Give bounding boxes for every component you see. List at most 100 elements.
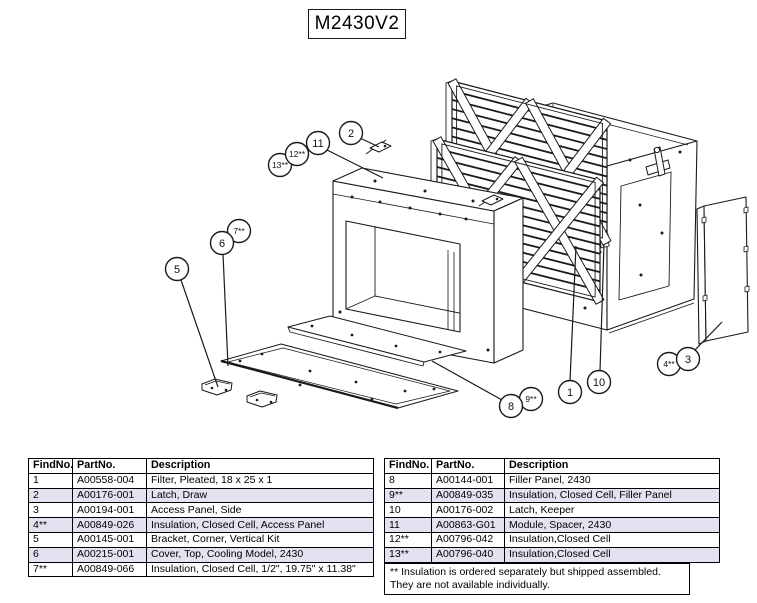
cell: Insulation,Closed Cell xyxy=(504,546,720,563)
column-header: PartNo. xyxy=(72,458,147,474)
top-cover-panel xyxy=(220,343,459,410)
callout-3: 3 xyxy=(675,346,701,372)
svg-text:10: 10 xyxy=(593,377,605,389)
cell: 9** xyxy=(384,487,432,504)
cell: A00144-001 xyxy=(431,472,505,489)
header-row: FindNo.PartNo.Description xyxy=(28,458,374,474)
svg-text:1: 1 xyxy=(567,387,573,399)
cell: A00176-001 xyxy=(72,487,147,504)
callout-6: 6 xyxy=(209,230,235,256)
cell: A00849-035 xyxy=(431,487,505,504)
callout-2: 2 xyxy=(338,120,364,146)
cell: A00863-G01 xyxy=(431,517,505,533)
cell: A00176-002 xyxy=(431,502,505,519)
callout-13: 13** xyxy=(267,152,293,178)
cell: 6 xyxy=(28,546,73,563)
cell: A00145-001 xyxy=(72,531,147,548)
frame-latch xyxy=(478,194,504,207)
cell: Cover, Top, Cooling Model, 2430 xyxy=(146,546,374,563)
footnote-line: ** Insulation is ordered separately but … xyxy=(390,566,661,578)
corner-brackets xyxy=(201,378,278,408)
svg-text:6: 6 xyxy=(219,238,225,250)
cell: Filter, Pleated, 18 x 25 x 1 xyxy=(146,472,374,489)
cell: 4** xyxy=(28,517,73,533)
column-header: Description xyxy=(504,458,720,474)
cell: Latch, Draw xyxy=(146,487,374,504)
spacer-module-frame xyxy=(332,167,524,364)
column-header: Description xyxy=(146,458,374,474)
cell: Insulation, Closed Cell, Filler Panel xyxy=(504,487,720,504)
callout-5: 5 xyxy=(164,256,190,282)
cell: Access Panel, Side xyxy=(146,502,374,519)
svg-text:9**: 9** xyxy=(525,394,537,404)
cell: A00215-001 xyxy=(72,546,147,563)
filler-panel xyxy=(287,315,467,367)
leader-lines xyxy=(180,137,723,401)
svg-text:7**: 7** xyxy=(233,226,245,236)
cell: A00849-066 xyxy=(72,561,147,578)
cell: 3 xyxy=(28,502,73,519)
cell: 2 xyxy=(28,487,73,504)
cell: 5 xyxy=(28,531,73,548)
cell: Latch, Keeper xyxy=(504,502,720,519)
column-header: FindNo. xyxy=(384,458,432,474)
callout-8: 8 xyxy=(498,393,524,419)
cell: Filler Panel, 2430 xyxy=(504,472,720,489)
draw-latch xyxy=(365,139,392,155)
column-header: FindNo. xyxy=(28,458,73,474)
cell: 12** xyxy=(384,531,432,548)
cell: 7** xyxy=(28,561,73,578)
column-header: PartNo. xyxy=(431,458,505,474)
insulation-footnote: ** Insulation is ordered separately but … xyxy=(384,563,690,595)
callout-10: 10 xyxy=(586,369,612,395)
cell: 10 xyxy=(384,502,432,519)
svg-text:2: 2 xyxy=(348,128,354,140)
cell: 1 xyxy=(28,472,73,489)
cell: A00849-026 xyxy=(72,517,147,533)
access-panel xyxy=(696,196,750,345)
cell: A00558-004 xyxy=(72,472,147,489)
svg-text:8: 8 xyxy=(508,401,514,413)
cell: A00796-042 xyxy=(431,531,505,548)
callouts: 2 13**12** 11 7** 6 5 9** 8 1 10 4** 3 xyxy=(164,120,701,419)
cell: 11 xyxy=(384,517,432,533)
callout-12: 12** xyxy=(284,141,310,167)
callout-7: 7** xyxy=(226,218,252,244)
svg-text:12**: 12** xyxy=(289,149,306,159)
cell: Bracket, Corner, Vertical Kit xyxy=(146,531,374,548)
cell: Insulation, Closed Cell, Access Panel xyxy=(146,517,374,533)
cell: Insulation,Closed Cell xyxy=(504,531,720,548)
latch-keeper xyxy=(645,146,671,177)
svg-text:3: 3 xyxy=(685,354,691,366)
drawing-title: M2430V2 xyxy=(308,9,406,39)
callout-1: 1 xyxy=(557,379,583,405)
cell: A00796-040 xyxy=(431,546,505,563)
svg-text:5: 5 xyxy=(174,264,180,276)
cell: 13** xyxy=(384,546,432,563)
cell: Module, Spacer, 2430 xyxy=(504,517,720,533)
cell: A00194-001 xyxy=(72,502,147,519)
footnote-line: They are not available individually. xyxy=(390,579,550,591)
svg-text:13**: 13** xyxy=(272,160,289,170)
svg-text:4**: 4** xyxy=(663,359,675,369)
svg-text:11: 11 xyxy=(312,138,323,150)
callout-11: 11 xyxy=(305,130,331,156)
header-row: FindNo.PartNo.Description xyxy=(384,458,720,474)
cell: Insulation, Closed Cell, 1/2", 19.75" x … xyxy=(146,561,374,578)
